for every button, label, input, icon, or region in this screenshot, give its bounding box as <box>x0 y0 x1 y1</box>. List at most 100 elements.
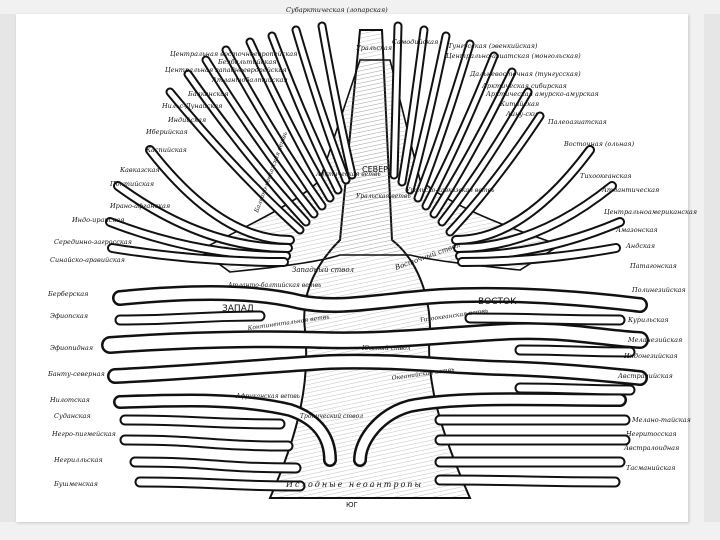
main-trunk <box>268 29 472 499</box>
left-label-17: Эфиопская <box>50 312 88 320</box>
right-label-15: Меланезийская <box>627 336 682 344</box>
upper-branch-inner-7 <box>293 27 349 183</box>
upper-branch-inner-3 <box>203 57 317 217</box>
right-slide-shadow <box>704 14 720 522</box>
inner-label-atlantic: Атланто-балтийская ветвь <box>227 282 321 289</box>
upper-branch-inner-11 <box>407 33 449 193</box>
right-label-4: Айну-ски <box>505 110 537 118</box>
bottom-caption: Исходные неоантропы <box>285 480 423 489</box>
left-label-7: Индийская <box>167 116 206 124</box>
top-label-2: Уральская <box>356 44 392 52</box>
inner-label-cis: Уральско-кавказская ветвь <box>406 187 494 194</box>
lower-band-inner-2 <box>103 324 647 352</box>
right-label-11: Андская <box>625 242 655 250</box>
lower-left-tip-inner-2 <box>121 416 284 428</box>
inner-label-ural: Уральская ветвь <box>356 193 411 200</box>
side-branch-inner-4 <box>109 245 287 265</box>
left-label-5: Балканская <box>187 90 229 98</box>
left-label-21: Суданская <box>54 412 91 420</box>
lower-right-tip-inner-2 <box>516 346 634 356</box>
right-label-2: Арктическая амурско-амурская <box>485 90 599 98</box>
right-label-13: Полинезийская <box>631 286 686 294</box>
side-branch-inner-7 <box>457 219 623 259</box>
top-label-4: Тунгусская (эвенкийская) <box>448 42 538 50</box>
lower-right-tip-inner-3 <box>516 384 634 394</box>
left-slide-shadow <box>0 14 16 522</box>
lower-band-inner-3 <box>109 356 646 384</box>
lower-left-tip-inner-1 <box>116 312 264 324</box>
side-branch-inner-3 <box>107 219 289 259</box>
right-label-18: Мелано-тайская <box>631 416 691 424</box>
top-label-3: Самодийская <box>392 38 438 46</box>
lower-left-tip-inner-3 <box>121 436 292 450</box>
left-label-4: Атлантобалтийская <box>211 76 288 84</box>
left-label-15: Синайско-аравийская <box>50 256 125 264</box>
right-label-10: Амазонская <box>615 226 658 234</box>
right-label-7: Тихоокеанская <box>580 172 632 180</box>
top-label-5: Центрально-азиатская (монгольская) <box>446 52 581 60</box>
left-label-19: Банту-северная <box>47 370 105 378</box>
right-label-6: Восточная (ольная) <box>563 140 635 148</box>
left-label-22: Негро-пигмейская <box>51 430 116 438</box>
upper-branch-inner-6 <box>269 33 341 193</box>
left-label-2: Белбальтийская <box>217 58 277 66</box>
lower-band-inner-1 <box>114 287 646 311</box>
upper-branch-inner-10 <box>399 27 427 185</box>
side-branch-inner-5 <box>453 147 593 243</box>
upper-branch-inner-14 <box>431 69 515 217</box>
lower-band-inner-5 <box>355 394 625 465</box>
right-label-16: Индонезийская <box>623 352 678 360</box>
inner-label-tropical-trunk: Тропический ствол <box>300 413 363 420</box>
left-label-20: Нилотская <box>49 396 90 404</box>
upper-branch-inner-16 <box>447 113 543 235</box>
right-label-1: Арктическая сибирская <box>481 82 567 90</box>
left-label-9: Каспийская <box>145 146 187 154</box>
left-label-12: Ирано-афганская <box>109 202 170 210</box>
inner-label-african: Африканская ветвь <box>235 393 300 400</box>
top-label-1: Субарктическая (лопарская) <box>286 6 388 14</box>
left-label-8: Иберийская <box>145 128 188 136</box>
right-label-17: Австралийская <box>617 372 673 380</box>
side-branch-inner-6 <box>455 183 615 251</box>
lower-left-tip-inner-4 <box>131 458 300 472</box>
left-label-24: Бушменская <box>53 480 98 488</box>
right-label-3: Китайская <box>499 100 539 108</box>
inner-label-western-trunk: Западный ствол <box>292 266 354 274</box>
right-label-20: Австралоидная <box>623 444 679 452</box>
right-label-19: Негритосская <box>625 430 677 438</box>
left-label-11: Понтийская <box>109 180 154 188</box>
direction-east: ВОСТОК <box>478 297 517 307</box>
top-label-6: Дальневосточная (тунгусская) <box>469 70 581 78</box>
upper-branch-inner-4 <box>223 47 325 209</box>
direction-north: СЕВЕР <box>362 165 388 174</box>
side-branch-inner-1 <box>147 147 293 243</box>
lower-band-inner-4 <box>115 395 335 465</box>
lower-right-tip-inner-7 <box>436 476 619 486</box>
right-label-9: Центральноамериканская <box>604 208 697 216</box>
upper-branch-inner-9 <box>391 23 401 178</box>
right-label-12: Патагонская <box>629 262 677 270</box>
left-label-23: Негрилльская <box>53 456 103 464</box>
left-label-14: Серединно-загросская <box>54 238 132 246</box>
left-label-13: Индо-иранская <box>71 216 124 224</box>
side-branch-inner-2 <box>115 183 291 251</box>
direction-west: ЗАПАД <box>222 304 254 314</box>
upper-branch-inner-12 <box>415 41 473 201</box>
right-label-14: Курильская <box>627 316 669 324</box>
left-label-16: Берберская <box>47 290 88 298</box>
left-label-10: Кавказская <box>119 166 160 174</box>
upper-branch-inner-13 <box>423 53 497 209</box>
upper-branch-inner-2 <box>185 71 309 225</box>
left-label-6: Нильс-Дунайская <box>161 102 222 110</box>
upper-branch-inner-8 <box>319 23 355 178</box>
upper-branch-inner-5 <box>247 39 333 201</box>
lower-right-tip-inner-1 <box>466 314 624 324</box>
left-label-18: Эфиопидная <box>50 344 93 352</box>
side-branch-inner-8 <box>459 245 619 265</box>
lower-left-tip-inner-5 <box>136 478 304 490</box>
inner-label-arctic: Арктическая ветвь <box>315 171 381 178</box>
upper-branch-inner-1 <box>167 89 303 233</box>
right-label-21: Тасманийская <box>626 464 675 472</box>
